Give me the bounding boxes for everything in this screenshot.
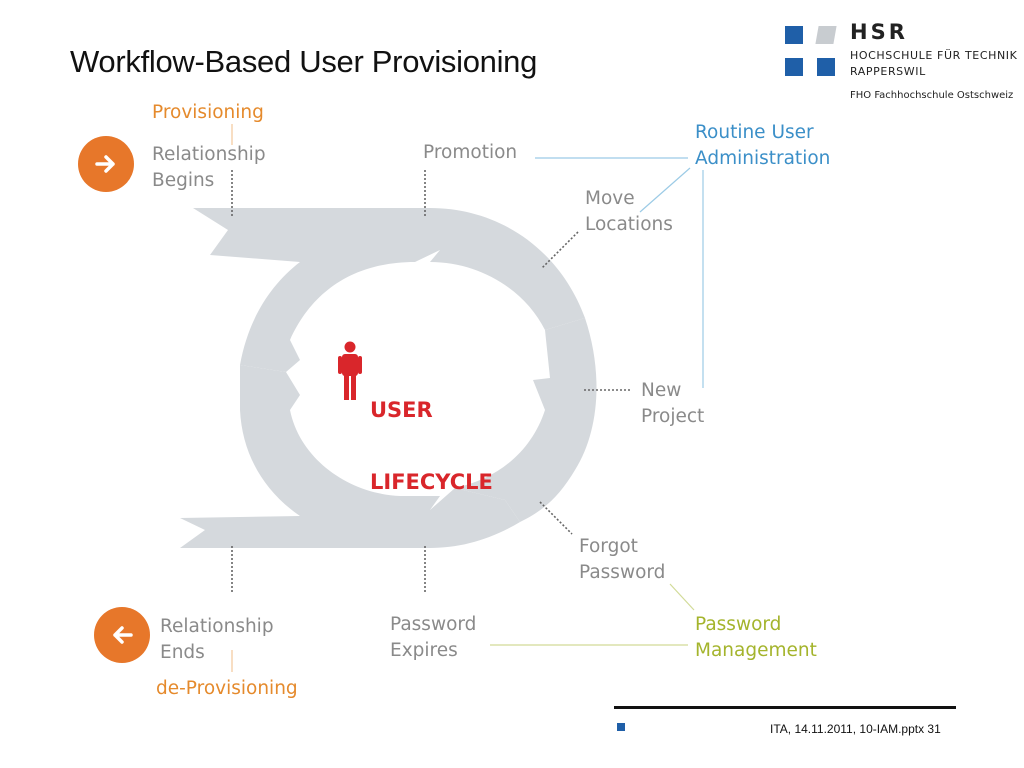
cycle-segment-bottom — [180, 365, 520, 548]
connector-line — [669, 583, 695, 611]
label-provisioning: Provisioning — [152, 102, 264, 123]
logo-name: HSR — [850, 20, 908, 44]
label-password-management: Password Management — [695, 614, 817, 661]
cycle-segment-right — [455, 318, 597, 522]
person-icon — [338, 341, 362, 400]
slide-title: Workflow-Based User Provisioning — [70, 44, 538, 79]
label-move-locations: Move Locations — [585, 188, 673, 235]
center-line-2: LIFECYCLE — [370, 470, 493, 494]
arrow-right-icon — [95, 155, 115, 173]
label-password-expires: Password Expires — [390, 614, 477, 661]
leader-line — [541, 231, 579, 269]
provisioning-start-button — [78, 136, 134, 192]
cycle-ring — [180, 208, 597, 548]
footer-text: ITA, 14.11.2011, 10-IAM.pptx 31 — [770, 722, 941, 736]
hsr-logo: HSR HOCHSCHULE FÜR TECHNIK RAPPERSWIL FH… — [784, 20, 1020, 106]
footer-square-icon — [617, 723, 625, 731]
leader-lines — [231, 170, 632, 594]
leader-line — [539, 501, 573, 535]
logo-square — [785, 26, 803, 44]
label-promotion: Promotion — [423, 142, 518, 163]
label-new-project: New Project — [641, 380, 705, 427]
logo-line-1: HOCHSCHULE FÜR TECHNIK — [850, 49, 1018, 62]
deprovisioning-end-button — [94, 607, 150, 663]
logo-line-2: RAPPERSWIL — [850, 65, 926, 78]
user-lifecycle-label: USER LIFECYCLE — [370, 350, 493, 518]
center-line-1: USER — [370, 398, 433, 422]
arrow-left-icon — [113, 626, 133, 644]
logo-square — [785, 58, 803, 76]
cycle-segment-top — [193, 208, 585, 372]
connector-lines — [231, 124, 704, 672]
logo-line-3: FHO Fachhochschule Ostschweiz — [850, 90, 1014, 101]
footer-rule — [614, 706, 956, 709]
connector-line — [639, 167, 691, 213]
label-routine-user-administration: Routine User Administration — [695, 122, 831, 169]
label-relationship-begins: Relationship Begins — [152, 144, 266, 191]
label-de-provisioning: de-Provisioning — [156, 678, 298, 699]
logo-square — [817, 58, 835, 76]
label-forgot-password: Forgot Password — [579, 536, 666, 583]
label-relationship-ends: Relationship Ends — [160, 616, 274, 663]
